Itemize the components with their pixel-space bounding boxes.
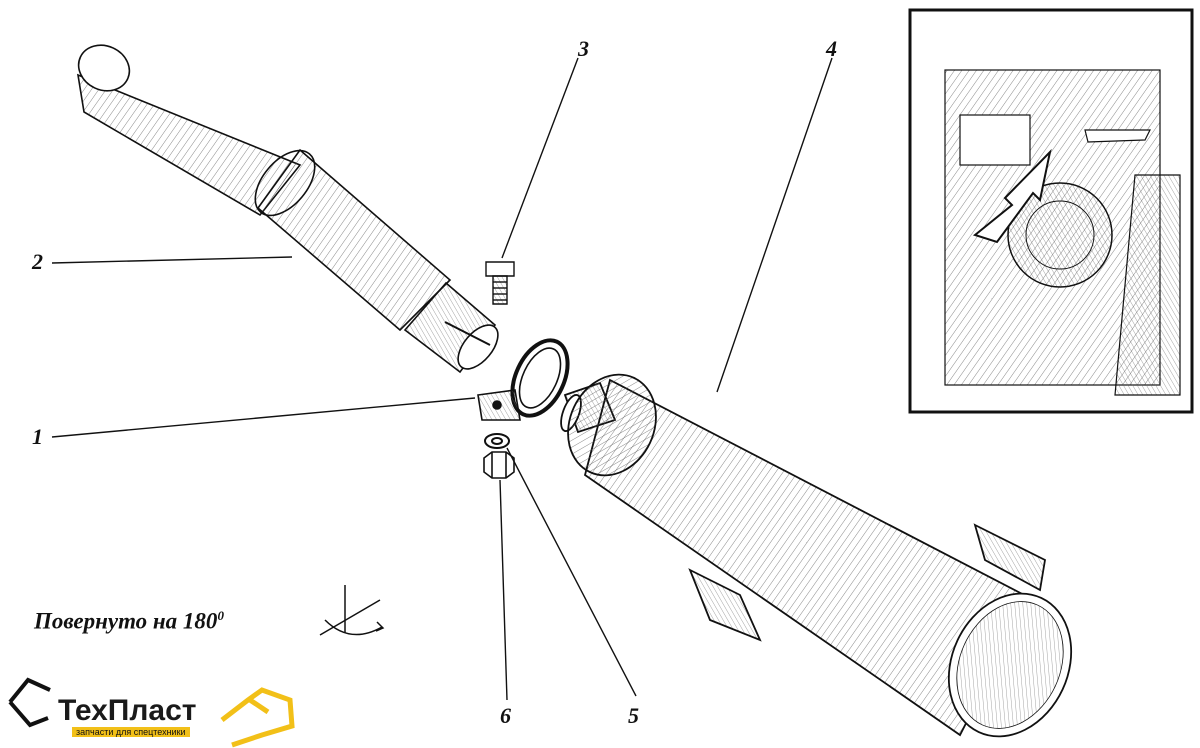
leader-1: [51, 397, 476, 438]
leader-6: [499, 479, 508, 701]
inset-engine-view: [908, 8, 1194, 414]
callout-3: 3: [578, 36, 589, 61]
callout-2: 2: [32, 249, 43, 274]
clamp: [477, 338, 570, 421]
logo-graphic: [8, 677, 295, 748]
muffler: [560, 373, 1073, 738]
leader-lines: [51, 57, 833, 701]
leader-3: [501, 57, 579, 259]
rotation-symbol: [319, 585, 385, 636]
rotation-caption: Повернуто на 1800: [34, 608, 224, 635]
callout-1: 1: [32, 424, 43, 449]
bolt: [485, 261, 515, 305]
nut: [483, 451, 515, 479]
leader-2: [51, 256, 293, 264]
callout-5: 5: [628, 703, 639, 728]
rotation-caption-degree: 0: [217, 608, 224, 623]
logo-name: ТехПласт: [58, 694, 197, 727]
leader-4: [716, 57, 833, 393]
rotation-caption-text: Повернуто на 180: [34, 608, 218, 634]
exhaust-pipe: [76, 44, 499, 374]
leader-5: [506, 447, 637, 697]
callout-4: 4: [826, 36, 837, 61]
callout-6: 6: [500, 703, 511, 728]
washer: [484, 433, 510, 449]
logo-tagline: запчасти для спецтехники: [72, 727, 190, 737]
